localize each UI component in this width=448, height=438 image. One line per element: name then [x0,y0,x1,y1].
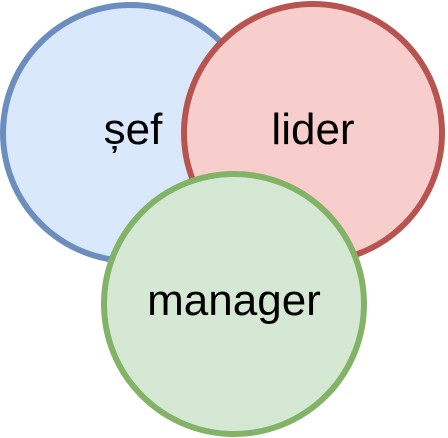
circle-manager [101,171,367,437]
label-lider: lider [271,105,354,154]
label-sef: șef [104,105,163,154]
label-manager: manager [147,276,321,325]
